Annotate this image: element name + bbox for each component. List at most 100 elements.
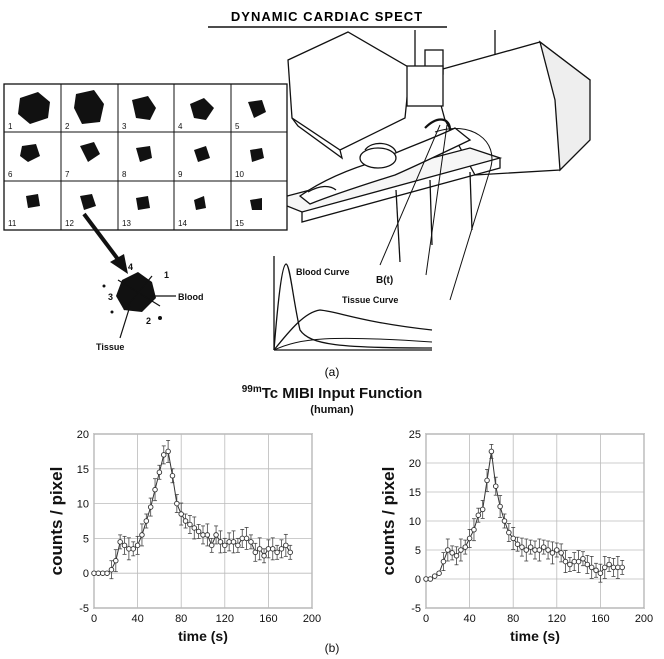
data-point	[265, 546, 272, 552]
data-point	[506, 529, 512, 536]
data-point	[567, 561, 573, 568]
data-point	[248, 539, 254, 545]
data-point	[161, 452, 167, 458]
data-point	[523, 547, 530, 553]
data-point	[519, 544, 525, 550]
data-point	[200, 532, 206, 538]
data-point	[580, 555, 586, 562]
panel-b-subtitle: (human)	[310, 404, 354, 416]
frame-number: 6	[8, 170, 13, 179]
roi-diagram: 1 2 3 4 Blood Tissue	[96, 262, 204, 352]
x-tick-label: 160	[591, 613, 609, 625]
x-tick-label: 0	[423, 613, 429, 625]
data-point	[134, 542, 141, 549]
frame-number: 14	[178, 219, 187, 228]
data-point	[99, 570, 106, 576]
y-tick-label: -5	[79, 603, 89, 615]
data-point	[615, 564, 621, 571]
data-point	[191, 525, 198, 531]
data-point	[287, 549, 293, 556]
frame-number: 8	[122, 170, 127, 179]
x-tick-label: 80	[175, 613, 187, 625]
frame-number: 9	[178, 170, 183, 179]
x-axis-label: time (s)	[510, 628, 560, 644]
roi-label-3: 3	[108, 292, 113, 302]
data-point	[584, 561, 591, 568]
frame-number: 11	[8, 219, 17, 228]
data-point	[204, 532, 211, 538]
data-point	[514, 541, 521, 547]
x-tick-label: 120	[548, 613, 566, 625]
frame-number: 4	[178, 122, 183, 131]
y-tick-label: 0	[83, 568, 89, 580]
x-tick-label: 40	[131, 613, 143, 625]
y-tick-label: 10	[77, 499, 89, 511]
data-point	[113, 557, 119, 564]
data-point	[488, 448, 495, 455]
y-tick-label: 5	[415, 545, 421, 557]
plot-area	[93, 433, 313, 609]
roi-label-1: 1	[164, 270, 169, 280]
x-tick-label: 80	[507, 613, 519, 625]
data-point	[256, 546, 263, 552]
roi-label-2: 2	[146, 316, 151, 326]
x-tick-label: 200	[303, 613, 321, 625]
frame-number: 7	[65, 170, 70, 179]
series-line	[94, 450, 291, 574]
data-point	[431, 573, 438, 579]
data-point	[588, 564, 595, 571]
tissue-curve-label: Tissue Curve	[342, 295, 398, 305]
data-point	[445, 547, 451, 553]
data-point	[169, 473, 176, 479]
data-point	[497, 503, 503, 510]
data-point	[575, 558, 582, 565]
data-point	[274, 549, 280, 556]
data-point	[427, 576, 434, 582]
y-tick-label: 15	[77, 464, 89, 476]
x-tick-label: 160	[259, 613, 277, 625]
data-point	[117, 539, 123, 545]
y-tick-label: 5	[83, 533, 89, 545]
panel-b-title: 99mTc MIBI Input Function	[0, 384, 664, 402]
time-activity-curves-inset: Blood Curve B(t) Tissue Curve	[273, 256, 433, 351]
panel-a-figure: DYNAMIC CARDIAC SPECT	[3, 9, 591, 379]
data-point	[174, 500, 180, 507]
data-point	[139, 532, 145, 538]
data-point	[549, 550, 556, 556]
blood-curve-label: Blood Curve	[296, 267, 350, 277]
data-point	[156, 469, 163, 476]
roi-label-blood: Blood	[178, 292, 204, 302]
data-point	[187, 521, 193, 528]
data-point	[239, 535, 245, 542]
data-point	[453, 553, 460, 559]
data-point	[602, 564, 608, 571]
data-point	[121, 542, 128, 549]
data-point	[230, 539, 237, 545]
panel-a-title: DYNAMIC CARDIAC SPECT	[231, 9, 423, 24]
data-point	[195, 528, 202, 535]
data-point	[423, 576, 429, 582]
spect-scanner-illustration	[269, 30, 591, 301]
data-point	[458, 547, 464, 553]
data-point	[619, 564, 625, 571]
x-tick-label: 0	[91, 613, 97, 625]
data-point	[178, 511, 184, 517]
data-point	[270, 546, 276, 552]
y-tick-label: 0	[415, 574, 421, 586]
y-tick-label: -5	[411, 603, 421, 615]
data-point	[226, 539, 232, 545]
data-point	[593, 567, 599, 574]
data-point	[104, 570, 110, 576]
data-point	[222, 542, 228, 549]
data-point	[597, 570, 604, 576]
data-point	[554, 547, 560, 553]
data-point	[436, 570, 442, 576]
frame-number: 2	[65, 122, 70, 131]
frame-number: 12	[65, 219, 74, 228]
data-point	[558, 550, 564, 556]
frame-number: 10	[235, 170, 244, 179]
panel-b-title-text: Tc MIBI Input Function	[261, 385, 423, 402]
y-tick-label: 25	[409, 429, 421, 441]
data-point	[126, 546, 132, 552]
